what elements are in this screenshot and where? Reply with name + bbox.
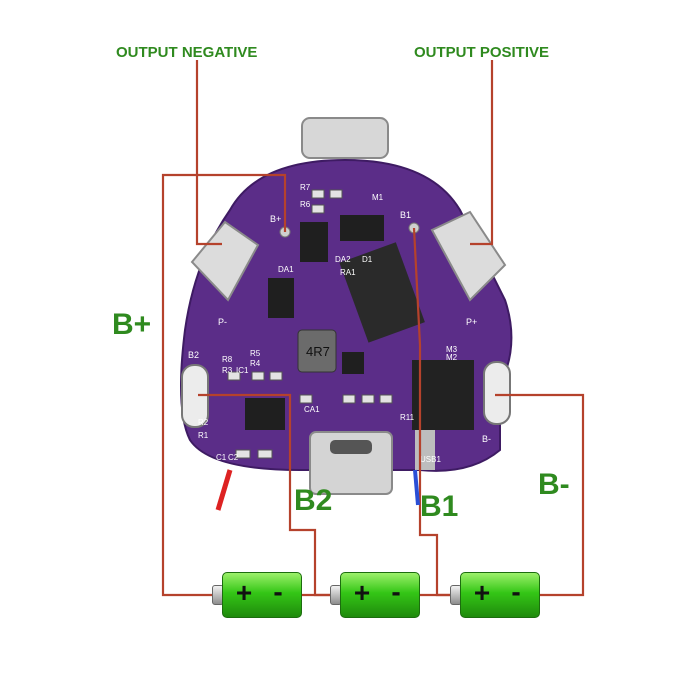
silk-ref-ra1: RA1 (340, 268, 356, 277)
output-negative-label: OUTPUT NEGATIVE (116, 44, 258, 61)
silk-ref-ca1: CA1 (304, 405, 320, 414)
wire-output-positive (470, 60, 494, 246)
battery-cell-2: + - (330, 572, 422, 618)
red-lead (215, 469, 233, 511)
b2-label: B2 (294, 484, 333, 517)
silk-ref-c1: C1 (216, 453, 227, 462)
silk-p-minus-label: P- (218, 317, 227, 327)
top-metal-tab (301, 117, 389, 159)
silk-b-minus-label: B- (482, 434, 491, 444)
silk-inductor-label: 4R7 (306, 344, 330, 359)
silk-b-plus-pad-label: B+ (270, 214, 281, 224)
battery-plus-sign: + (473, 577, 491, 608)
battery-minus-sign: - (511, 576, 521, 607)
chip-u2 (340, 215, 384, 241)
silk-ref-r6: R6 (300, 200, 311, 209)
wire-b-plus (161, 173, 287, 597)
silk-ref-r4: R4 (250, 359, 261, 368)
battery-body (222, 572, 302, 618)
battery-minus-sign: - (391, 576, 401, 607)
silk-p-plus-label: P+ (466, 317, 477, 327)
chip-u1 (300, 222, 328, 262)
silk-b2-label: B2 (188, 350, 199, 360)
battery-minus-sign: - (273, 576, 283, 607)
silk-ref-r2: R2 (198, 418, 209, 427)
silk-ref-r11: R11 (400, 413, 415, 422)
silk-ref-da1: DA1 (278, 265, 294, 274)
silk-ref-r1: R1 (198, 431, 209, 440)
chip-da1 (268, 278, 294, 318)
battery-plus-sign: + (235, 577, 253, 608)
battery-body (340, 572, 420, 618)
silk-ref-d1: D1 (362, 255, 373, 264)
wire-b-minus (495, 393, 585, 597)
mosfet-top (339, 242, 425, 343)
silk-ref-usb1: USB1 (420, 455, 441, 464)
battery-cell-3: + - (450, 572, 542, 618)
silk-ref-r8: R8 (222, 355, 233, 364)
mosfet-leg (415, 430, 435, 470)
usb-c-opening (330, 440, 372, 454)
silk-ref-c2: C2 (228, 453, 239, 462)
right-metal-tab (430, 210, 507, 302)
battery-body (460, 572, 540, 618)
silk-ref-m2: M2 (446, 353, 458, 362)
chip-ic1 (245, 398, 285, 430)
silk-ref-r7: R7 (300, 183, 311, 192)
wire-output-negative (195, 60, 222, 246)
silk-ref-m1: M1 (372, 193, 384, 202)
mosfet-bottom (412, 360, 474, 430)
silk-ref-r3: R3 (222, 366, 233, 375)
left-metal-tab (190, 220, 260, 302)
b-minus-label: B- (538, 468, 570, 501)
silk-ref-ic1: IC1 (236, 366, 249, 375)
silk-ref-m3: M3 (446, 345, 458, 354)
inductor-4r7 (297, 329, 337, 373)
battery-cell-1: + - (212, 572, 304, 618)
passive-components (227, 189, 393, 459)
silk-b1-pad-label: B1 (400, 210, 411, 220)
blue-lead (413, 469, 420, 506)
b-minus-slot (483, 361, 511, 425)
chip-small (342, 352, 364, 374)
output-positive-label: OUTPUT POSITIVE (414, 44, 550, 61)
b-plus-label: B+ (112, 308, 152, 341)
silk-ref-r5: R5 (250, 349, 261, 358)
silk-ref-da2: DA2 (335, 255, 351, 264)
battery-plus-sign: + (353, 577, 371, 608)
b1-label: B1 (420, 490, 459, 523)
